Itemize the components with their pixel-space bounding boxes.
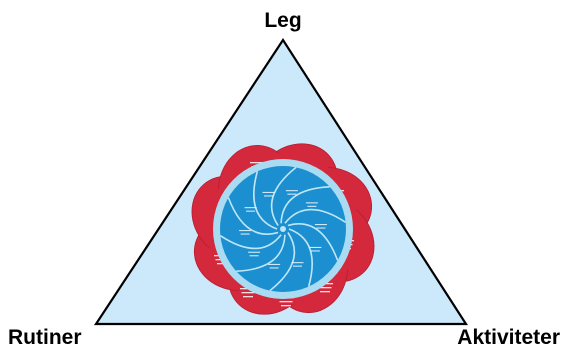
corner-label-leg: Leg	[0, 10, 566, 31]
petal-text-mark	[280, 301, 293, 302]
segment-text-mark	[239, 230, 251, 231]
segment-text-mark	[293, 266, 302, 267]
segment-text-mark	[286, 190, 298, 191]
petal-text-mark	[320, 291, 330, 292]
segment-text-mark	[250, 255, 259, 256]
corner-label-rutiner: Rutiner	[8, 327, 82, 348]
segment-text-mark	[311, 250, 320, 251]
segment-text-mark	[246, 211, 255, 212]
segment-text-mark	[306, 202, 318, 203]
petal-text-mark	[281, 305, 291, 306]
segment-text-mark	[287, 194, 296, 195]
segment-text-mark	[248, 252, 260, 253]
segment-text-mark	[268, 264, 280, 265]
segment-text-mark	[241, 234, 250, 235]
segment-text-mark	[263, 192, 275, 193]
segment-text-mark	[315, 224, 327, 225]
petal-text-mark	[243, 296, 253, 297]
segment-text-mark	[316, 228, 325, 229]
segment-text-mark	[270, 267, 279, 268]
segment-text-mark	[307, 206, 316, 207]
petal-text-mark	[242, 292, 255, 293]
corner-label-aktiviteter: Aktiviteter	[457, 327, 560, 348]
segment-text-mark	[245, 207, 257, 208]
segment-text-mark	[309, 247, 321, 248]
inner-center	[280, 226, 286, 232]
segment-text-mark	[292, 262, 304, 263]
segment-text-mark	[264, 195, 273, 196]
